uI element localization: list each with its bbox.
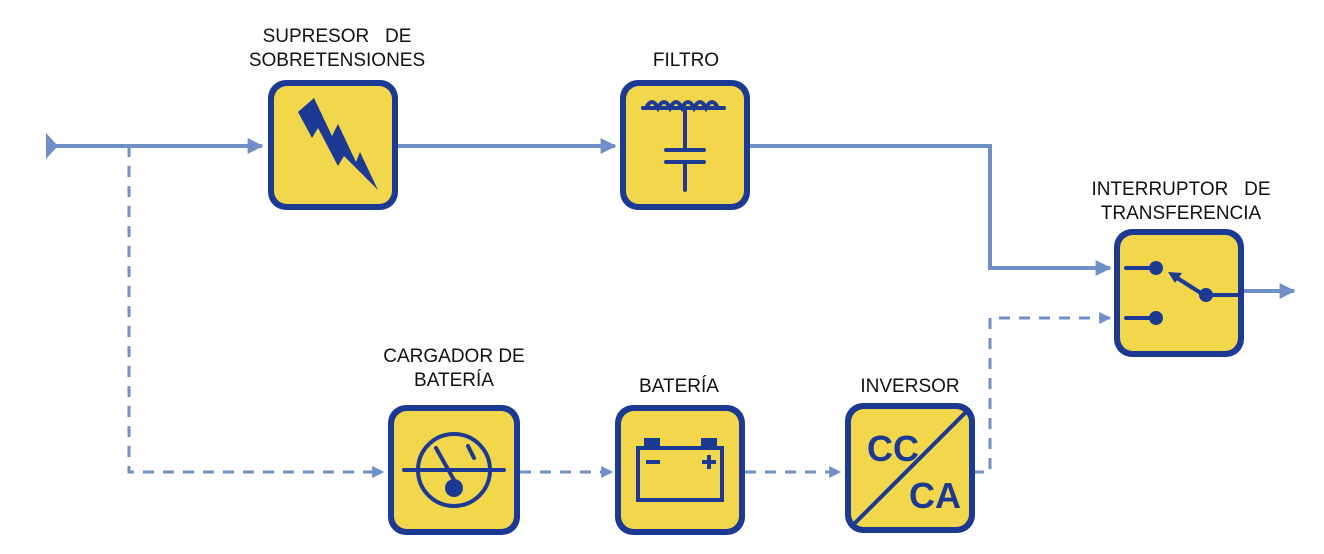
surge-suppressor-block: SUPRESOR DE SOBRETENSIONES (249, 26, 425, 210)
line-inverter-to-switch (973, 312, 1112, 474)
line-filter-to-switch (746, 144, 1112, 276)
dc-ac-icon: CC CA (849, 407, 971, 529)
ac-text: CA (909, 475, 961, 516)
lightning-icon (298, 98, 378, 190)
transfer-switch-block: INTERRUPTOR DE TRANSFERENCIA (1091, 179, 1271, 357)
battery-icon (636, 438, 724, 502)
surge-label-line2: SOBRETENSIONES (249, 50, 425, 71)
battery-path-connections (127, 146, 1112, 478)
battery-block: BATERÍA (615, 376, 745, 535)
battery-charger-block: CARGADOR DE BATERÍA (383, 346, 525, 535)
input-terminal (46, 133, 58, 159)
gauge-icon (402, 432, 506, 508)
transfer-switch-icon (1124, 261, 1240, 325)
connections (46, 133, 1296, 299)
charger-label-line1: CARGADOR DE (383, 346, 524, 367)
dc-text: CC (867, 428, 919, 469)
inverter-block: INVERSOR CC CA (845, 376, 975, 533)
inverter-label: INVERSOR (860, 376, 959, 397)
battery-label: BATERÍA (639, 376, 719, 397)
inductor-capacitor-icon (641, 100, 726, 192)
switch-label-line2: TRANSFERENCIA (1101, 203, 1262, 224)
surge-label-line1: SUPRESOR DE (263, 26, 412, 47)
switch-label-line1: INTERRUPTOR DE (1091, 179, 1270, 200)
line-input-to-charger (127, 146, 385, 478)
filter-block: FILTRO (620, 50, 750, 210)
filter-label: FILTRO (653, 50, 719, 71)
charger-label-line2: BATERÍA (414, 370, 494, 391)
